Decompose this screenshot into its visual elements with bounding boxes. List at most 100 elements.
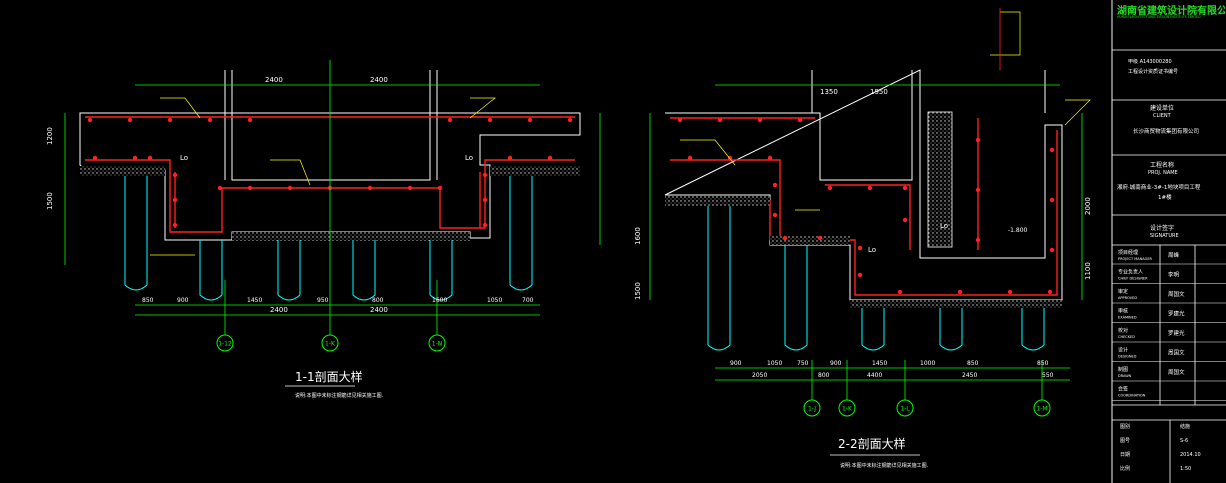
rebar-dot (287, 185, 293, 191)
s1-dim-label: 950 (317, 297, 329, 304)
tb-bottom-key: 日期 (1120, 452, 1130, 458)
s1-dim-label: 700 (522, 297, 534, 304)
tb-company-en: HUNAN ARCHITECTURAL DESIGN INSTITUTE LIM… (1117, 15, 1201, 19)
s1-lo-label-2: Lo (465, 154, 473, 162)
rebar-dot (975, 237, 981, 243)
s2-elev: -1.800 (1008, 227, 1028, 234)
rebar-dot (172, 197, 178, 203)
rebar-dot (447, 117, 453, 123)
rebar-dot (677, 117, 683, 123)
rebar-dot (217, 185, 223, 191)
s2-dim-top2: 1950 (870, 88, 888, 96)
rebar-dot (482, 222, 488, 228)
rebar-dot (767, 155, 773, 161)
axis-label: 1-12 (218, 341, 232, 348)
rebar-dot (1007, 289, 1013, 295)
tb-bottom-val: 结施 (1180, 423, 1190, 430)
s2-dim-label: 1000 (920, 360, 935, 367)
s1-rebar-dots (87, 117, 573, 228)
s1-dim-label: 1600 (432, 297, 447, 304)
rebar-dot (867, 185, 873, 191)
tb-bottom-val: S-6 (1180, 438, 1188, 444)
tb-company: 湖南省建筑设计院有限公司 (1117, 6, 1225, 17)
s1-piles (124, 176, 533, 301)
section-1-1-note: 说明:本图中未标注钢筋详见相关施工图. (295, 392, 384, 399)
rebar-dot (827, 185, 833, 191)
axis-label: 1-J (808, 406, 816, 413)
s2-dim-right1: 2000 (1084, 197, 1092, 215)
rebar-dot (797, 117, 803, 123)
s2-dim-label: 1450 (872, 360, 887, 367)
tb-row-cn: 专业负责人 (1118, 269, 1143, 276)
section-1-1-title: 1-1剖面大样 (295, 369, 363, 384)
rebar-dot (92, 155, 98, 161)
axis-bubble (321, 334, 339, 352)
s1-dim-label: 900 (177, 297, 189, 304)
s1-dim-label: 1450 (247, 297, 262, 304)
s2-dim-label: 850 (967, 360, 979, 367)
axis-label: 1-K (325, 341, 336, 348)
s2-rebar-dots (677, 117, 1055, 295)
rebar-dot (772, 212, 778, 218)
tb-row-en: PROJECT MANAGER (1118, 257, 1153, 261)
rebar-dot (547, 155, 553, 161)
tb-sign-cn: 设计签字 (1150, 225, 1175, 232)
rebar-dot (247, 117, 253, 123)
rebar-dot (772, 182, 778, 188)
section-2-2-note: 说明:本图中未标注钢筋详见相关施工图. (840, 462, 929, 469)
tb-row-cn: 校对 (1118, 327, 1128, 334)
tb-row-en: APPROVED (1118, 296, 1137, 300)
axis-bubble (1033, 399, 1051, 417)
tb-project-en: PROJ. NAME (1148, 170, 1178, 176)
tb-project-name: 湘府·城南商业-3#-1地块项目工程 (1117, 185, 1201, 191)
tb-row-val: 李明 (1168, 271, 1180, 279)
tb-row-val: 周国文 (1168, 349, 1185, 357)
tb-client-en: CLIENT (1153, 113, 1171, 119)
s2-total-label: 2450 (962, 372, 977, 379)
rebar-dot (172, 222, 178, 228)
tb-cert-line: 工程设计资质证书编号 (1128, 69, 1179, 75)
s2-lo-label: Lo (868, 246, 876, 254)
s2-lo-label-2: Lo (940, 222, 948, 230)
rebar-dot (482, 172, 488, 178)
s1-lo-label: Lo (180, 154, 188, 162)
axis-bubble (896, 399, 914, 417)
axis-label: 1-K (842, 406, 853, 413)
rebar-dot (975, 187, 981, 193)
rebar-dot (207, 117, 213, 123)
tb-row-cn: 审核 (1118, 308, 1128, 315)
rebar-dot (1049, 147, 1055, 153)
tb-bottom-key: 比例 (1120, 465, 1130, 472)
s1-dim-label: 1050 (487, 297, 502, 304)
tb-row-val: 罗建光 (1168, 310, 1185, 318)
rebar-dot (147, 155, 153, 161)
tb-row-val: 罗建光 (1168, 329, 1185, 337)
tb-row-cn: 设计 (1118, 347, 1128, 354)
rebar-dot (407, 185, 413, 191)
tb-row-en: CHIEF DESIGNER (1118, 277, 1148, 281)
axis-bubble (838, 399, 856, 417)
rebar-dot (1049, 247, 1055, 253)
rebar-dot (857, 245, 863, 251)
tb-bottom-key: 图号 (1120, 438, 1130, 444)
rebar-dot (367, 185, 373, 191)
rebar-dot (507, 155, 513, 161)
rebar-dot (857, 272, 863, 278)
s1-dim-total2: 2400 (370, 306, 388, 314)
axis-bubble (803, 399, 821, 417)
rebar-dot (897, 289, 903, 295)
tb-row-en: CHECKED (1118, 335, 1135, 339)
s1-dim-top2: 2400 (370, 76, 388, 84)
s1-dim-total1: 2400 (270, 306, 288, 314)
tb-project-sub: 1#楼 (1158, 195, 1172, 201)
axis-bubble (216, 334, 234, 352)
rebar-dot (975, 137, 981, 143)
s2-piles (707, 206, 1045, 351)
rebar-dot (1049, 197, 1055, 203)
s2-total-label: 4400 (867, 372, 882, 379)
